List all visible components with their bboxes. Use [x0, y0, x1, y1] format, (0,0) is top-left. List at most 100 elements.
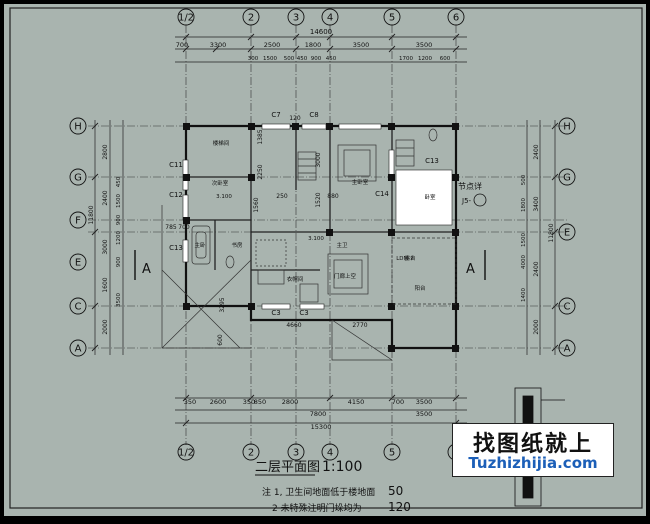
dim-bottom-row1-6: 700 [392, 398, 404, 406]
dim-left-inner-3: 1200 [116, 231, 122, 245]
inner-dim-12: 250 [276, 193, 288, 200]
grid-left-2-circle [69, 211, 87, 229]
window-label-0: C7 [271, 111, 280, 119]
room-label-13: 3.100 [308, 236, 324, 242]
dim-bottom-row1-4: 2800 [282, 398, 299, 406]
structural-columns [183, 123, 459, 352]
dim-right-total: 11800 [548, 223, 555, 242]
dim-bottom-row2-1: 3500 [416, 410, 433, 418]
inner-dim-8: 600 [217, 334, 224, 346]
dim-right-outer-2: 2400 [533, 261, 540, 276]
grid-right-2-circle [558, 223, 576, 241]
dim-left-outer-2: 3000 [102, 239, 109, 254]
grid-top-2: 3 [293, 13, 299, 24]
grid-top-5-circle [447, 8, 465, 26]
room-label-0: 楼梯间 [213, 139, 230, 147]
grid-right-0-circle [558, 117, 576, 135]
dim-top-total: 14600 [310, 28, 332, 36]
grid-bottom-2-circle [287, 443, 305, 461]
dim-left-outer-3: 1600 [102, 277, 109, 292]
inner-dim-1: 2250 [257, 164, 264, 179]
note-2-value: 120 [388, 500, 411, 514]
grid-bottom-4-circle [383, 443, 401, 461]
grid-left-3-circle [69, 253, 87, 271]
dim-left-outer-4: 2000 [102, 319, 109, 334]
section-label-left: A [142, 262, 151, 277]
node-marker [473, 193, 487, 207]
room-label-4: 主卧室 [352, 178, 369, 186]
dim-left-inner-1: 1500 [116, 194, 122, 208]
dim-top-row2-7: 1200 [418, 56, 432, 62]
dim-top-row2-5: 450 [326, 56, 337, 62]
dimension-lines [94, 36, 556, 424]
dim-right-inner-3: 4000 [521, 255, 527, 269]
logo-cn-text: 找图纸就上 [472, 432, 593, 457]
dim-right-outer-0: 2400 [533, 144, 540, 159]
dim-top-row2-0: 300 [248, 56, 259, 62]
grid-top-5: 6 [453, 13, 459, 24]
dim-bottom-row2-0: 7800 [310, 410, 327, 418]
grid-right-1: G [563, 173, 571, 184]
dim-bottom-total: 15300 [311, 423, 332, 431]
grid-right-3-circle [558, 297, 576, 315]
dim-top-row2-4: 900 [311, 56, 322, 62]
dim-top-row2-6: 1700 [399, 56, 413, 62]
window-label-1: C8 [309, 111, 318, 119]
grid-left-1: G [74, 173, 82, 184]
inner-dim-7: 3295 [219, 297, 226, 312]
inner-dim-2: 3000 [315, 152, 322, 167]
window-marks [182, 123, 453, 310]
dim-bottom-row1-2: 350 [243, 398, 255, 406]
grid-left-5: A [75, 344, 82, 355]
dim-top-row1-5: 3500 [416, 41, 433, 49]
window-label-3: C12 [169, 191, 183, 199]
dim-right-inner-2: 1500 [521, 233, 527, 247]
dim-left-inner-2: 900 [116, 214, 122, 225]
window-label-4: C13 [425, 157, 439, 165]
section-markers [134, 250, 486, 280]
site-logo: 找图纸就上 Tuzhizhijia.com [452, 423, 614, 477]
grid-right-3: C [564, 302, 571, 313]
grid-top-0-circle [177, 8, 195, 26]
dim-left-outer-1: 2400 [102, 190, 109, 205]
inner-dim-9: 785 [165, 224, 177, 231]
grid-left-4-circle [69, 297, 87, 315]
room-label-5: 卧室 [424, 193, 436, 201]
dim-top-row1-2: 2500 [264, 41, 281, 49]
dim-right-outer-1: 3400 [533, 196, 540, 211]
dim-bottom-row1-0: 350 [184, 398, 196, 406]
inner-dim-5: 4660 [286, 322, 301, 329]
drawing-title: 二层平面图 [255, 460, 320, 475]
dim-top-row2-1: 1500 [263, 56, 277, 62]
dim-bottom-row1-5: 4150 [348, 398, 365, 406]
note-2-text: 2 未特殊注明门垛均为 [272, 502, 362, 514]
grid-top-3: 4 [327, 13, 333, 24]
inner-dim-3: 1520 [315, 192, 322, 207]
grid-left-3: E [75, 258, 81, 269]
window-label-2: C11 [169, 161, 183, 169]
inner-dim-6: 2770 [352, 322, 367, 329]
dim-right-inner-1: 1800 [521, 198, 527, 212]
dim-left-inner-4: 900 [116, 256, 122, 267]
room-label-10: LDM-2 [396, 256, 414, 262]
grid-bottom-1: 2 [248, 448, 254, 459]
room-label-9: 阳台 [414, 284, 426, 292]
dim-top-row2-8: 600 [440, 56, 451, 62]
dim-bottom-row1-1: 2600 [210, 398, 227, 406]
grid-right-2: E [564, 228, 570, 239]
grid-top-4-circle [383, 8, 401, 26]
grid-bottom-3-circle [321, 443, 339, 461]
window-label-6: C3 [271, 309, 280, 317]
grid-top-0: 1/2 [178, 13, 194, 24]
interior-walls [186, 126, 456, 306]
grid-left-2: F [75, 216, 81, 227]
room-label-1: 次卧室 [212, 179, 229, 187]
dim-left-total: 11800 [88, 205, 95, 224]
inner-dim-13: 880 [327, 193, 339, 200]
note-1-value: 50 [388, 484, 403, 498]
node-label: 节点详 [458, 181, 482, 191]
